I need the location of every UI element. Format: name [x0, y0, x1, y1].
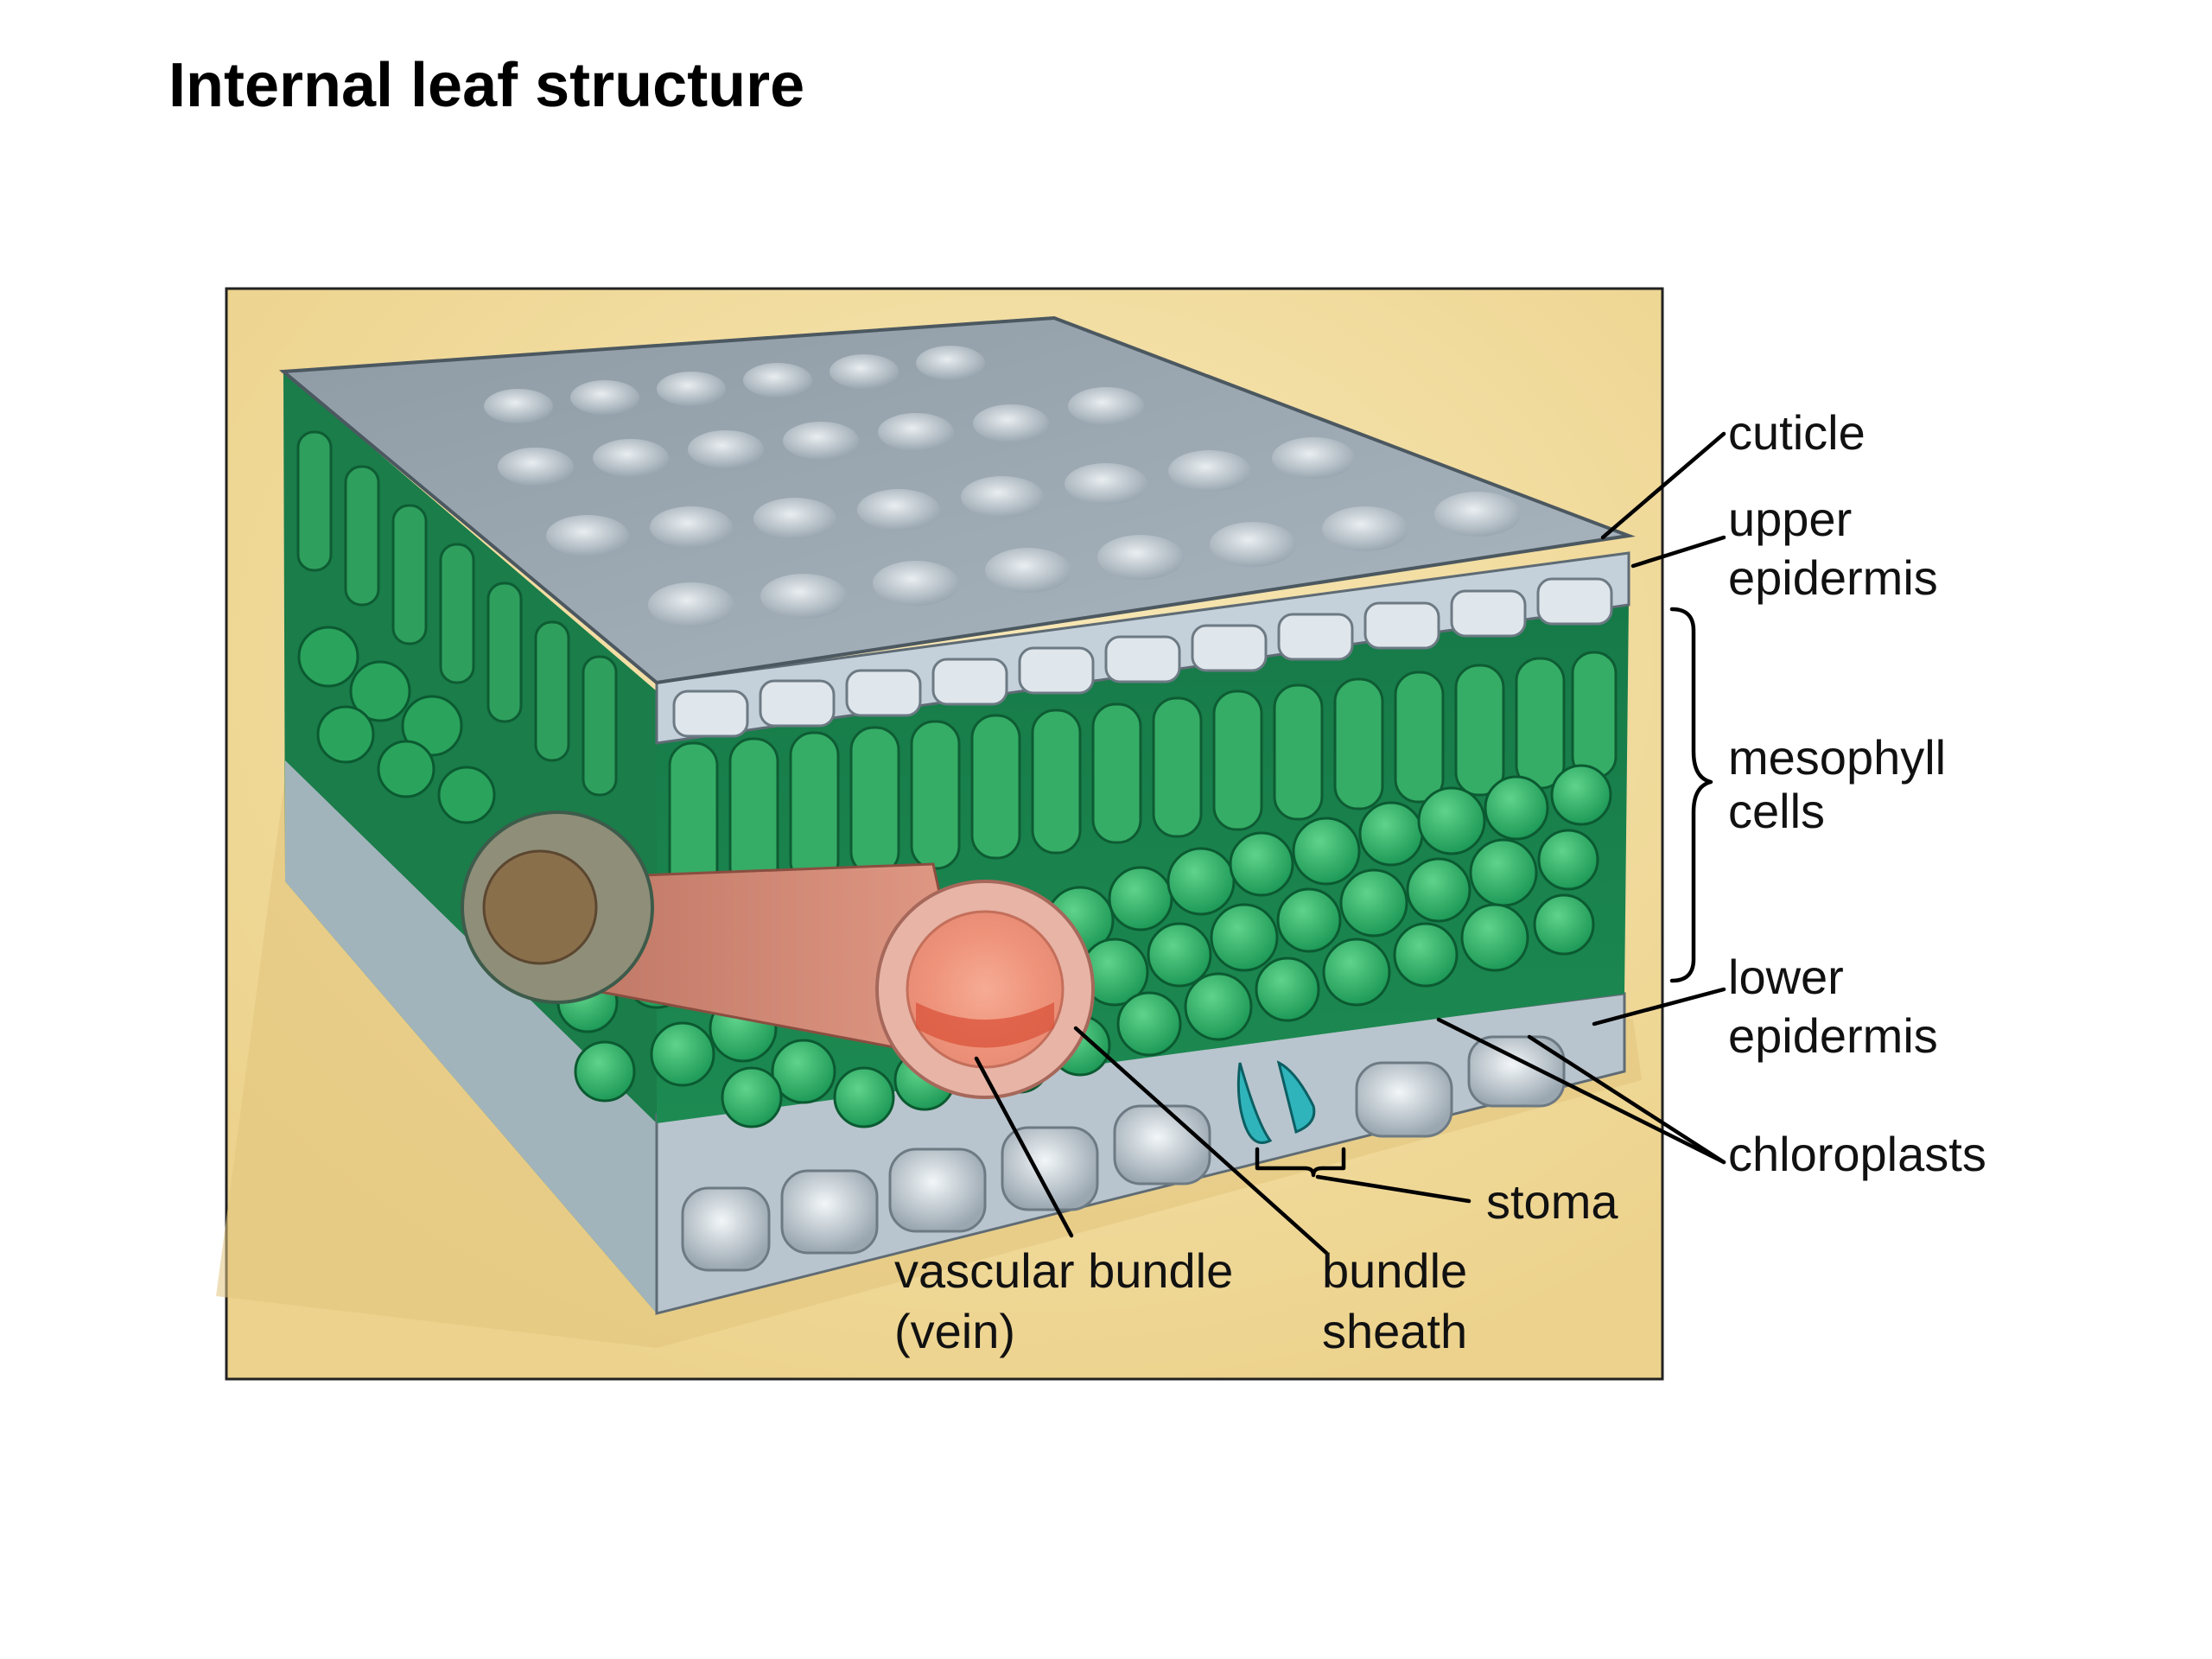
side-palisade-cells — [296, 430, 618, 797]
leaf-side-lower-epidermis — [285, 760, 657, 1313]
chloroplasts-leader-2 — [1436, 1017, 1726, 1165]
label-chloroplasts: chloroplasts — [1728, 1127, 1986, 1181]
label-vascular-bundle-line2: (vein) — [894, 1304, 1015, 1358]
label-upper-epidermis: upper epidermis — [1728, 492, 1938, 605]
page-title: Internal leaf structure — [168, 51, 805, 120]
vein-xylem — [916, 1002, 1054, 1048]
stoma-guard-cells — [1236, 1060, 1316, 1144]
side-spongy-cells — [297, 626, 496, 824]
side-vascular-bundle — [461, 810, 654, 1004]
top-surface-cells — [484, 346, 1521, 627]
label-stoma: stoma — [1486, 1174, 1618, 1229]
label-bundle-sheath-line1: bundle — [1322, 1243, 1467, 1298]
label-lower-epidermis-line2: epidermis — [1728, 1008, 1938, 1063]
label-vascular-bundle-line1: vascular bundle — [894, 1243, 1233, 1298]
cuticle-leader — [1600, 431, 1726, 540]
upper-epidermis-cells — [672, 577, 1613, 738]
label-cuticle: cuticle — [1728, 405, 1866, 460]
label-mesophyll-cells: mesophyll cells — [1728, 730, 1960, 838]
label-vascular-bundle: vascular bundle (vein) — [894, 1243, 1247, 1358]
label-upper-epidermis-line2: epidermis — [1728, 550, 1938, 605]
label-bundle-sheath-line2: sheath — [1322, 1304, 1467, 1358]
stoma-leader — [1315, 1174, 1471, 1204]
stoma-brace — [1255, 1147, 1346, 1178]
vascular-bundle-leader — [974, 1056, 1074, 1238]
label-lower-epidermis: lower epidermis — [1728, 950, 1938, 1063]
label-bundle-sheath: bundle sheath — [1322, 1243, 1481, 1358]
upper-epidermis-leader — [1630, 535, 1726, 569]
bundle-sheath-leader — [1073, 1026, 1329, 1255]
lower-epidermis-leader — [1592, 987, 1726, 1027]
chloroplasts-leader-1 — [1527, 1034, 1726, 1165]
label-lower-epidermis-line1: lower — [1728, 950, 1844, 1004]
label-mesophyll-line2: cells — [1728, 784, 1825, 838]
label-mesophyll-line1: mesophyll — [1728, 730, 1946, 785]
mesophyll-brace — [1669, 607, 1713, 983]
label-upper-epidermis-line1: upper — [1728, 492, 1852, 546]
